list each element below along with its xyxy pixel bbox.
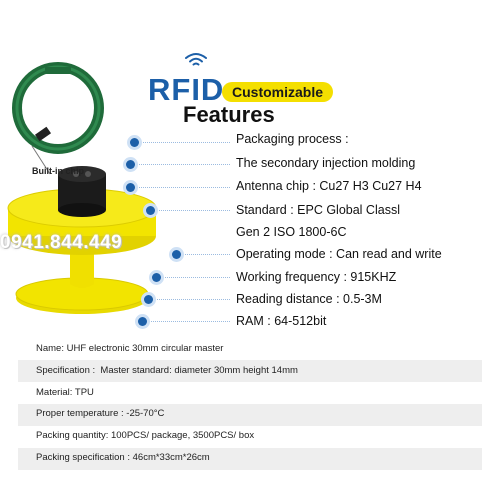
spec-row: [18, 360, 482, 382]
feature-bullet: [152, 273, 161, 282]
spec-temperature: Proper temperature : -25-70°C: [36, 408, 165, 419]
feature-bullet: [146, 206, 155, 215]
feature-item: Standard : EPC Global Classl: [236, 203, 400, 217]
built-in-chip-label: Built-in chip: [32, 166, 84, 176]
feature-item: Reading distance : 0.5-3M: [236, 292, 382, 306]
feature-bullet: [172, 250, 181, 259]
phone-watermark: 0941.844.449: [0, 232, 123, 253]
spec-name: Name: UHF electronic 30mm circular maste…: [36, 343, 224, 354]
customizable-badge: Customizable: [222, 82, 334, 102]
feature-bullet: [144, 295, 153, 304]
callout-line: [150, 210, 230, 211]
callout-line: [176, 254, 230, 255]
spec-row: [18, 448, 482, 470]
brand-title: RFID: [148, 72, 225, 107]
feature-item: Gen 2 ISO 1800-6C: [236, 225, 347, 239]
feature-item: RAM : 64-512bit: [236, 314, 327, 328]
feature-item: Working frequency : 915KHZ: [236, 270, 397, 284]
spec-material: Material: TPU: [36, 387, 94, 398]
callout-line: [156, 277, 230, 278]
spec-packing-quantity: Packing quantity: 100PCS/ package, 3500P…: [36, 430, 255, 441]
feature-bullet: [126, 160, 135, 169]
feature-item: Antenna chip : Cu27 H3 Cu27 H4: [236, 179, 422, 193]
spec-row: [18, 404, 482, 426]
spec-dimensions: Specification : Master standard: diamete…: [36, 365, 298, 376]
feature-item: Operating mode : Can read and write: [236, 247, 442, 261]
spec-packing-size: Packing specification : 46cm*33cm*26cm: [36, 452, 210, 463]
wifi-signal-icon: [185, 53, 207, 66]
callout-line: [142, 321, 230, 322]
feature-item: The secondary injection molding: [236, 156, 416, 170]
callout-line: [148, 299, 230, 300]
callout-line: [130, 164, 230, 165]
feature-bullet: [138, 317, 147, 326]
callout-line: [130, 187, 230, 188]
callout-line: [134, 142, 230, 143]
rfid-ear-tag-illustration: [7, 62, 157, 314]
feature-bullet: [126, 183, 135, 192]
antenna-ring-image: [12, 62, 104, 175]
features-heading: Features: [183, 102, 275, 127]
feature-bullet: [130, 138, 139, 147]
feature-item: Packaging process :: [236, 132, 349, 146]
